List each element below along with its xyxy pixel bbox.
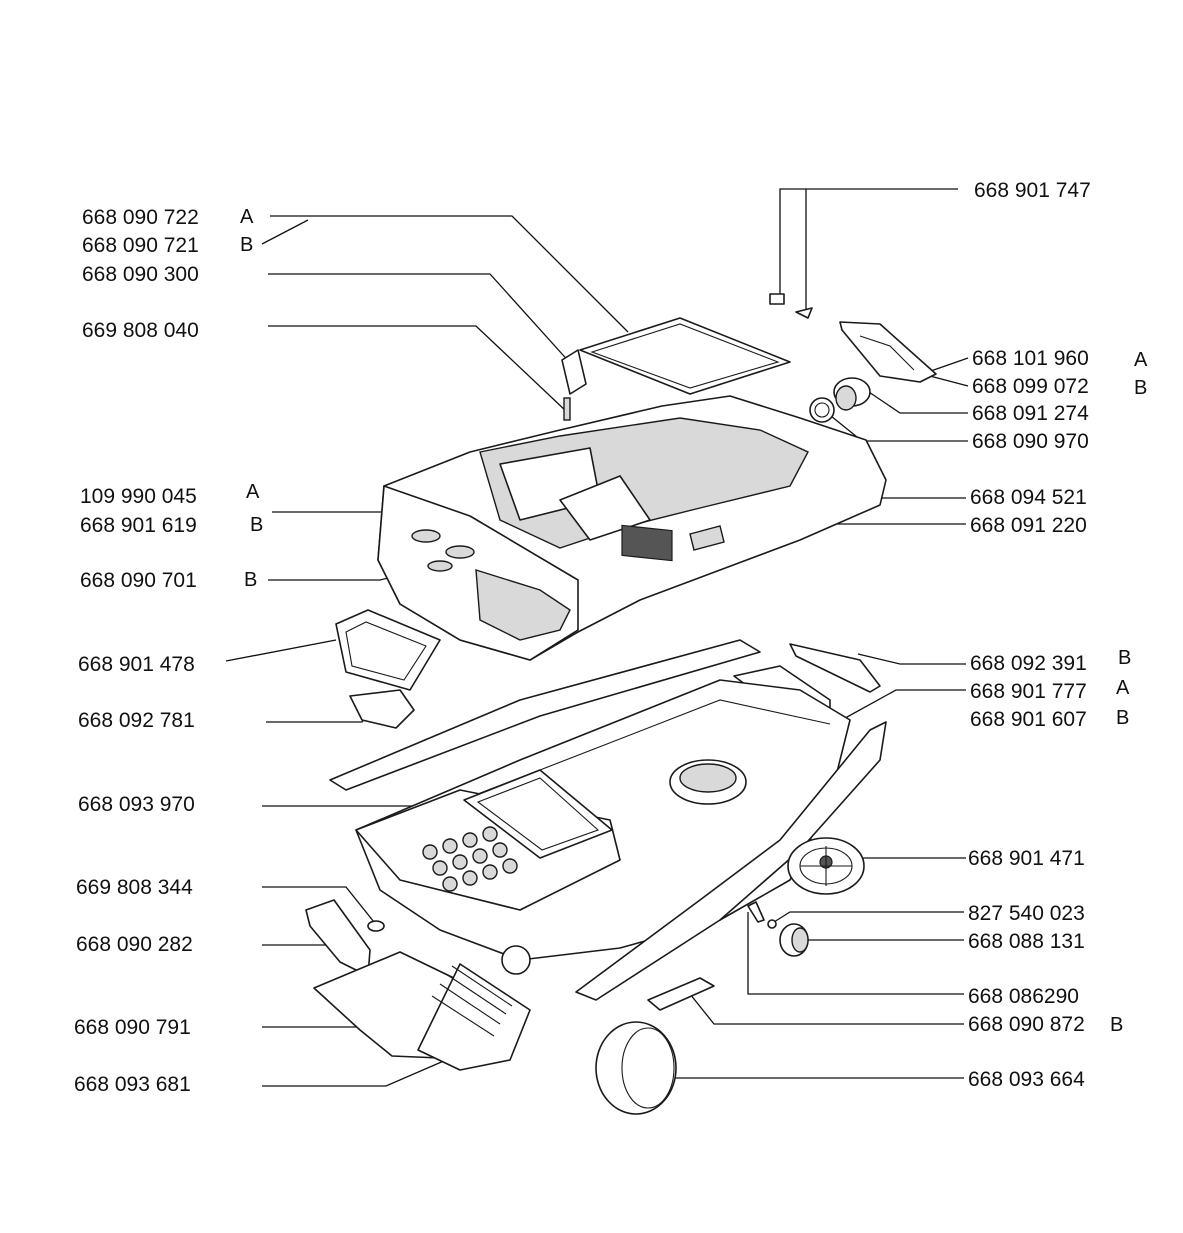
clip-a-part [769, 293, 785, 305]
part-number-r10: 668 901 607 [970, 708, 1087, 731]
variant-l5: A [246, 481, 260, 503]
upper-housing [377, 317, 887, 661]
part-number-r2: 668 101 960 [972, 347, 1089, 370]
part-number-r9: 668 901 777 [970, 680, 1087, 703]
part-number-r7: 668 091 220 [970, 514, 1087, 537]
latch-part [561, 349, 587, 395]
washer-part [767, 919, 777, 929]
part-number-r1: 668 901 747 [974, 179, 1091, 202]
leader-lines-right [639, 188, 969, 1079]
filter-frame-part [463, 769, 613, 859]
part-number-r11: 668 901 471 [968, 847, 1085, 870]
part-number-r4: 668 091 274 [972, 402, 1089, 425]
lid-frame-part [579, 317, 791, 395]
part-number-l2: 668 090 721 [82, 234, 199, 257]
shell-opening [479, 417, 809, 549]
filter-part [621, 524, 673, 562]
handle-frame-part [335, 609, 441, 691]
part-number-l1: 668 090 722 [82, 206, 199, 229]
part-number-l6: 668 901 619 [80, 514, 197, 537]
part-number-r13: 668 088 131 [968, 930, 1085, 953]
variant-r3: B [1134, 377, 1148, 399]
variant-r2: A [1134, 349, 1148, 371]
part-number-l8: 668 901 478 [78, 653, 195, 676]
seal-ring-part [809, 397, 835, 423]
part-number-l13: 668 090 791 [74, 1016, 191, 1039]
leader-r9 [837, 689, 966, 723]
part-number-r15: 668 090 872 [968, 1013, 1085, 1036]
leader-r8 [857, 653, 966, 665]
variant-l7: B [244, 569, 258, 591]
spring-pin-part [563, 397, 571, 421]
clip-b-part [795, 307, 813, 319]
part-number-r16: 668 093 664 [968, 1068, 1085, 1091]
leader-l11 [262, 886, 375, 923]
leader-r15 [689, 993, 964, 1025]
part-number-l7: 668 090 701 [80, 569, 197, 592]
axle-pin-part [747, 901, 765, 923]
part-number-l9: 668 092 781 [78, 709, 195, 732]
leader-l1 [270, 215, 629, 333]
variant-r9: A [1116, 677, 1130, 699]
part-number-l11: 669 808 344 [76, 876, 193, 899]
screw-part [367, 920, 385, 932]
leader-r3 [929, 375, 969, 387]
strip-b-part [789, 643, 881, 693]
leader-l8 [225, 639, 337, 662]
variant-l2: B [240, 234, 254, 256]
side-rail [575, 721, 887, 1001]
leader-l3 [268, 273, 573, 366]
variant-r10: B [1116, 707, 1130, 729]
leader-r14 [747, 912, 964, 995]
variant-r8: B [1118, 647, 1132, 669]
part-number-r6: 668 094 521 [970, 486, 1087, 509]
lower-housing [329, 639, 887, 1001]
variant-l6: B [250, 514, 264, 536]
leader-r12 [773, 911, 964, 923]
grille-slats [431, 965, 513, 1037]
lower-left-parts [305, 899, 531, 1071]
side-clip-part [689, 525, 725, 551]
rear-wheel-part [595, 1021, 677, 1115]
variant-l1: A [240, 206, 254, 228]
bracket-part [305, 899, 371, 977]
part-number-l12: 668 090 282 [76, 933, 193, 956]
cell-grid [422, 826, 518, 892]
part-number-r12: 827 540 023 [968, 902, 1085, 925]
hook-part [349, 689, 415, 729]
leader-l4 [268, 325, 568, 413]
foot-strip-part [647, 977, 715, 1011]
part-number-r14: 668 086290 [968, 985, 1079, 1008]
part-number-l10: 668 093 970 [78, 793, 195, 816]
left-parts [335, 609, 441, 729]
leader-l1-b [261, 219, 309, 245]
part-number-l5: 109 990 045 [80, 485, 197, 508]
part-number-l14: 668 093 681 [74, 1073, 191, 1096]
rim-strip [329, 639, 761, 791]
leader-lines-left [225, 215, 629, 1087]
part-number-l3: 668 090 300 [82, 263, 199, 286]
part-number-r5: 668 090 970 [972, 430, 1089, 453]
leader-l14 [262, 1059, 447, 1087]
lower-right-parts [595, 837, 865, 1115]
leader-r1 [779, 188, 958, 296]
top-right-parts [769, 293, 937, 423]
part-number-l4: 669 808 040 [82, 319, 199, 342]
variant-r15: B [1110, 1014, 1124, 1036]
leader-r4 [865, 389, 968, 414]
hose-connector-frame [839, 321, 937, 383]
leader-r2 [927, 357, 969, 373]
part-number-r8: 668 092 391 [970, 652, 1087, 675]
part-number-r3: 668 099 072 [972, 375, 1089, 398]
